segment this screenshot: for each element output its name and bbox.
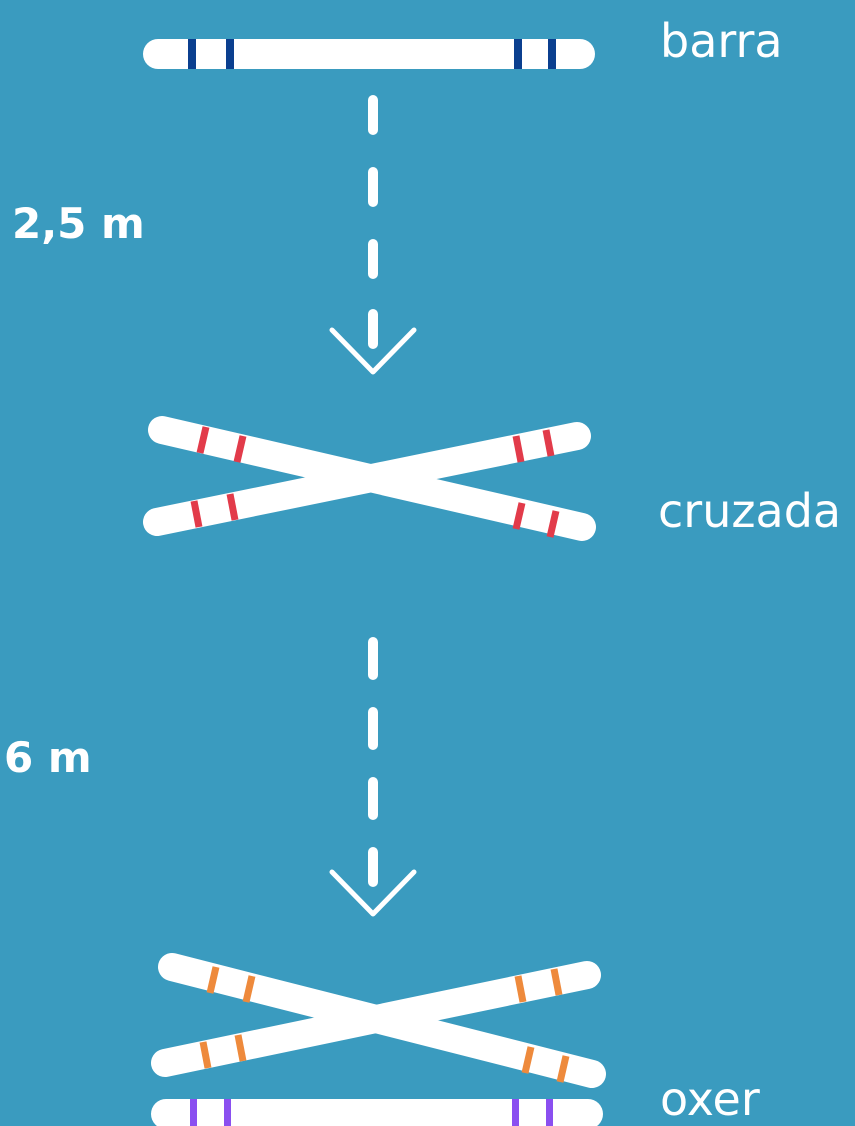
cruzada-stripe (512, 502, 526, 530)
barra-pole-group (143, 39, 595, 69)
oxer-cross-stripe (550, 968, 563, 996)
oxer-cross-stripe (234, 1034, 247, 1062)
oxer-cross-pole-group (151, 953, 606, 1088)
cruzada-stripe (233, 435, 247, 463)
distance-arrow-1 (329, 95, 417, 375)
oxer-bar-stripe (512, 1099, 519, 1126)
cruzada-stripe (196, 426, 210, 454)
oxer-cross-pole (151, 961, 601, 1077)
oxer-cross-stripe (242, 975, 256, 1003)
distance-label-2: 6 m (4, 733, 92, 782)
barra-label: barra (660, 14, 783, 68)
cruzada-pole (143, 422, 591, 536)
barra-stripe (514, 39, 522, 69)
oxer-bar-stripe (224, 1099, 231, 1126)
cruzada-stripe (190, 500, 203, 528)
cruzada-stripe (512, 435, 525, 463)
oxer-cross-stripe (514, 975, 527, 1003)
barra-stripe (226, 39, 234, 69)
cruzada-pole-group (143, 416, 596, 541)
oxer-cross-stripe (521, 1046, 535, 1074)
oxer-bar-stripe (546, 1099, 553, 1126)
arrow-head (329, 869, 417, 917)
oxer-bar-pole-group (151, 1099, 603, 1126)
oxer-cross-stripe (199, 1041, 212, 1069)
barra-stripe (548, 39, 556, 69)
oxer-label: oxer (660, 1072, 760, 1126)
cruzada-label: cruzada (658, 484, 842, 538)
cruzada-stripe (226, 493, 239, 521)
distance-arrow-2 (329, 637, 417, 917)
cruzada-stripe (546, 510, 560, 538)
oxer-cross-stripe (556, 1055, 570, 1083)
cruzada-stripe (542, 429, 555, 457)
distance-label-1: 2,5 m (12, 199, 145, 248)
barra-stripe (188, 39, 196, 69)
oxer-bar-stripe (190, 1099, 197, 1126)
arrow-head (329, 327, 417, 375)
oxer-cross-stripe (206, 966, 220, 994)
